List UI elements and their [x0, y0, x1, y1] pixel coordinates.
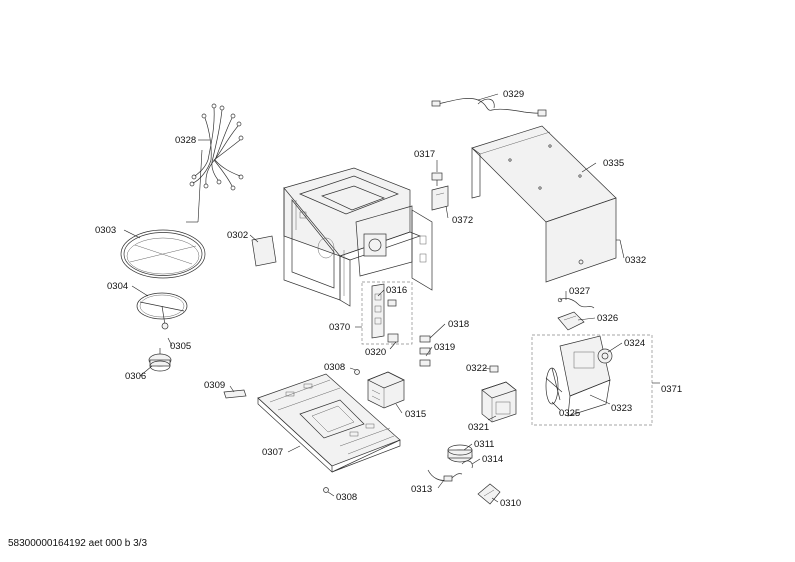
bracket-support-part	[477, 483, 501, 505]
label-0319: 0319	[434, 342, 455, 353]
label-0303: 0303	[95, 225, 116, 236]
turntable-motor-part	[148, 348, 172, 372]
label-0335: 0335	[603, 158, 624, 169]
label-0302: 0302	[227, 230, 248, 241]
control-module-part	[361, 281, 413, 345]
label-0323: 0323	[611, 403, 632, 414]
label-0316: 0316	[386, 285, 407, 296]
document-id-footer: 58300000164192 aet 000 b 3/3	[8, 538, 148, 549]
label-0322: 0322	[466, 363, 487, 374]
lamp-bracket-part	[431, 185, 449, 211]
capacitor-clip-part	[461, 460, 473, 469]
label-0332: 0332	[625, 255, 646, 266]
fuse-part	[489, 365, 499, 373]
label-0306: 0306	[125, 371, 146, 382]
base-plate-part	[257, 373, 401, 473]
power-cord-part	[431, 98, 547, 117]
label-0308-top: 0308	[324, 362, 345, 373]
leader-lines	[123, 93, 660, 503]
diode-part	[427, 469, 463, 482]
label-0309: 0309	[204, 380, 225, 391]
label-0305: 0305	[170, 341, 191, 352]
label-0308-bottom: 0308	[336, 492, 357, 503]
label-0372: 0372	[452, 215, 473, 226]
label-0310: 0310	[500, 498, 521, 509]
screw-part-2	[323, 487, 329, 493]
label-0328: 0328	[175, 135, 196, 146]
label-0314: 0314	[482, 454, 503, 465]
lamp-socket-part	[431, 172, 443, 186]
switch-part	[419, 335, 431, 367]
label-0327: 0327	[569, 286, 590, 297]
label-0313: 0313	[411, 484, 432, 495]
capacitor-part	[447, 444, 473, 463]
label-0318: 0318	[448, 319, 469, 330]
label-0304: 0304	[107, 281, 128, 292]
label-0315: 0315	[405, 409, 426, 420]
label-0311: 0311	[474, 439, 494, 450]
part-labels: 0303 0304 0305 0306 0328 0302 0317 0372 …	[95, 89, 682, 509]
transformer-part	[481, 381, 517, 423]
turntable-plate-part	[120, 229, 206, 279]
outer-casing-part	[471, 125, 617, 283]
label-0307: 0307	[262, 447, 283, 458]
bracket-part	[223, 389, 247, 399]
label-0326: 0326	[597, 313, 618, 324]
roller-ring-part	[136, 292, 188, 330]
magnetron-part	[367, 371, 405, 409]
thermal-fuse-part	[557, 297, 595, 309]
wire-harness-part	[189, 103, 244, 191]
label-0324: 0324	[624, 338, 645, 349]
label-0317: 0317	[414, 149, 435, 160]
label-0329: 0329	[503, 89, 524, 100]
thermostat-board-part	[557, 311, 585, 331]
label-0370: 0370	[329, 322, 350, 333]
label-0320: 0320	[365, 347, 386, 358]
label-0371: 0371	[661, 384, 682, 395]
fan-assembly-part	[531, 334, 653, 426]
screw-part	[354, 369, 360, 375]
label-0321: 0321	[468, 422, 489, 433]
label-0325: 0325	[559, 408, 580, 419]
waveguide-cover-part	[251, 235, 277, 267]
oven-cavity-part	[283, 167, 433, 307]
